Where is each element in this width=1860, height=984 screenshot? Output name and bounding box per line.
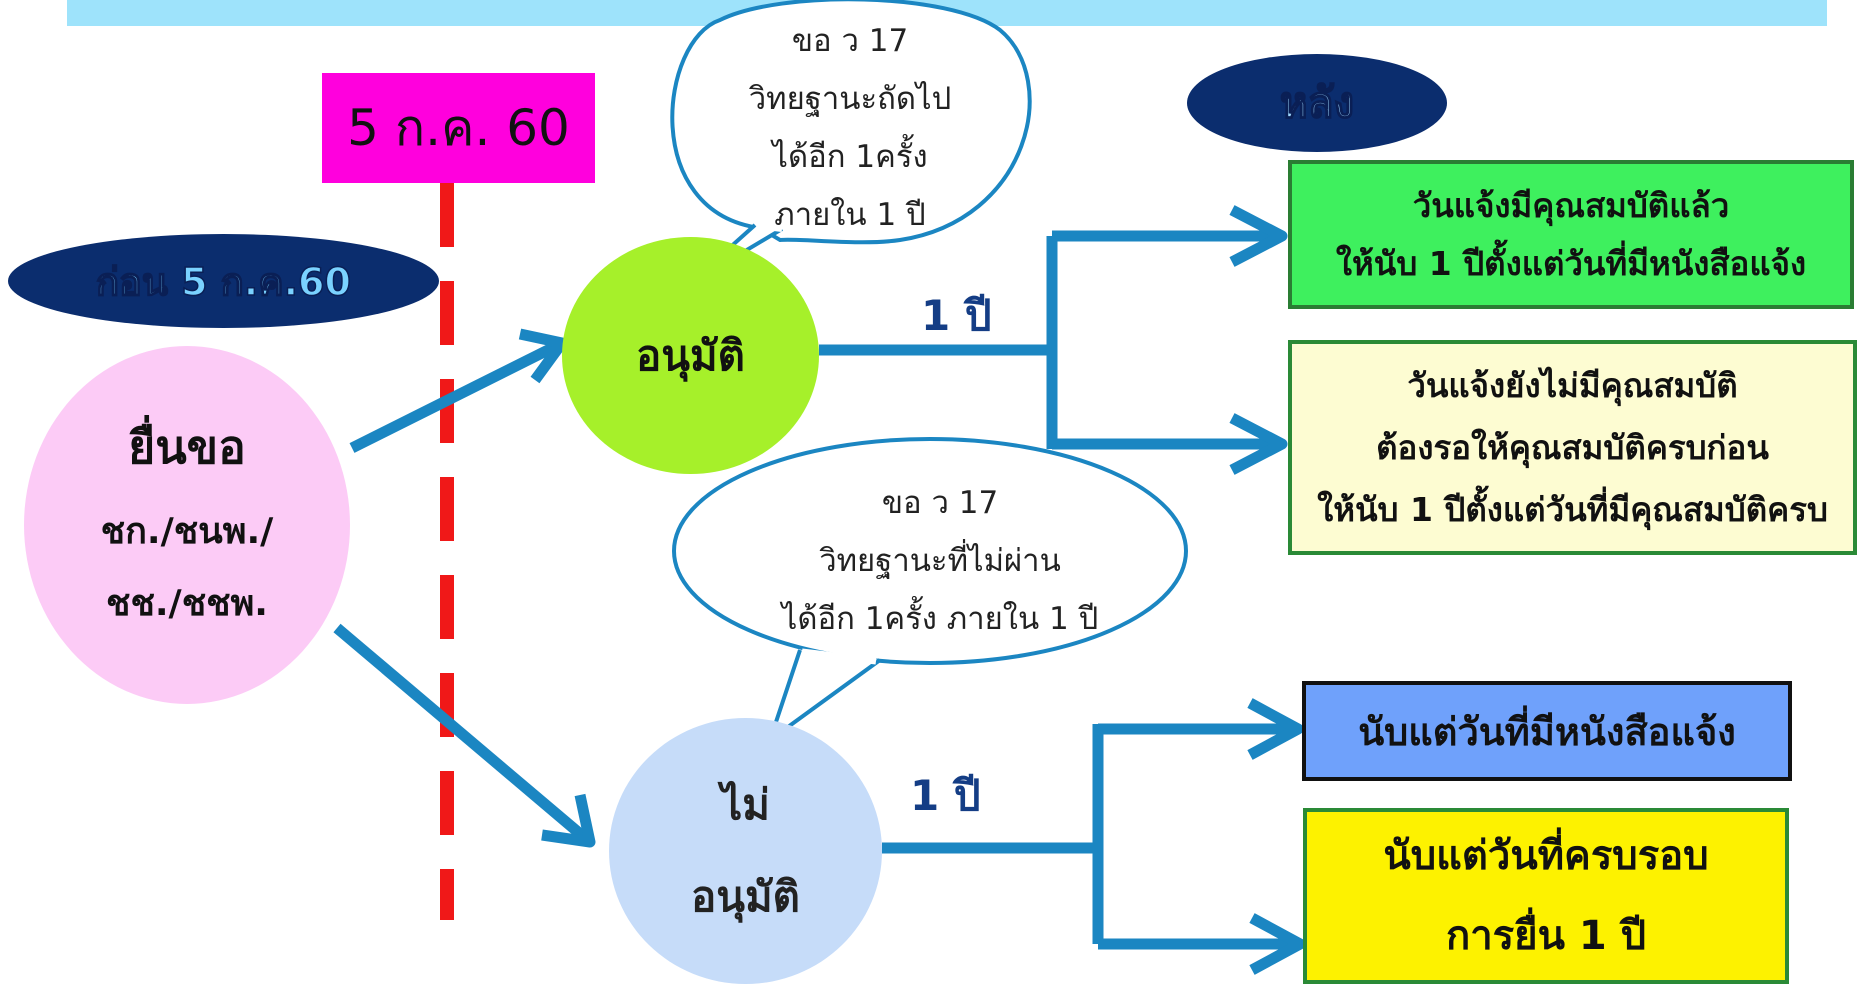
bubble-approve-line3: ได้อีก 1ครั้ง [772, 139, 928, 175]
rejected-node: ไม่ อนุมัติ [609, 718, 882, 984]
outcome-approved-qualified-line1: วันแจ้งมีคุณสมบัติแล้ว [1412, 185, 1730, 225]
arrowhead-reject [541, 793, 596, 848]
submit-positions-line2: ชช./ชชพ. [106, 582, 268, 624]
period-label-rejected: 1 ปี [910, 771, 981, 820]
approved-label: อนุมัติ [636, 330, 745, 380]
period-label-approved: 1 ปี [921, 291, 992, 340]
after-date-pill: หลัง [1187, 54, 1447, 152]
bubble-approve-line2: วิทยฐานะถัดไป [748, 81, 952, 117]
rejected-label-line2: อนุมัติ [691, 872, 800, 921]
bubble-approve-line4: ภายใน 1 ปี [774, 197, 926, 233]
arrowhead-cream-box [1229, 413, 1288, 475]
outcome-approved-qualified-line2: ให้นับ 1 ปีตั้งแต่วันที่มีหนังสือแจ้ง [1335, 243, 1807, 283]
submit-title: ยื่นขอ [128, 419, 246, 474]
outcome-approved-not-qualified-line3: ให้นับ 1 ปีตั้งแต่วันที่มีคุณสมบัติครบ [1317, 489, 1828, 529]
before-date-label: ก่อน 5 ก.ค.60 [95, 259, 351, 305]
after-date-label: หลัง [1279, 77, 1354, 128]
outcome-approved-not-qualified-line2: ต้องรอให้คุณสมบัติครบก่อน [1376, 427, 1769, 467]
submit-request-node: ยื่นขอ ชก./ชนพ./ ชช./ชชพ. [24, 346, 350, 704]
submit-positions-line1: ชก./ชนพ./ [100, 510, 274, 552]
bubble-approve-text: ขอ ว 17 วิทยฐานะถัดไป ได้อีก 1ครั้ง ภายใ… [690, 12, 1010, 244]
bubble-reject-line3: ได้อีก 1ครั้ง ภายใน 1 ปี [781, 601, 1099, 637]
speech-bubble-approve [670, 0, 1032, 245]
outcome-rejected-cycle-line1: นับแต่วันที่ครบรอบ [1383, 833, 1709, 879]
outcome-approved-qualified: วันแจ้งมีคุณสมบัติแล้ว ให้นับ 1 ปีตั้งแต… [1288, 160, 1854, 309]
bubble-reject-text: ขอ ว 17 วิทยฐานะที่ไม่ผ่าน ได้อีก 1ครั้ง… [720, 474, 1160, 648]
date-marker-label: 5 ก.ค. 60 [347, 98, 570, 157]
bubble-reject-line1: ขอ ว 17 [881, 485, 999, 521]
bubble-reject-line2: วิทยฐานะที่ไม่ผ่าน [819, 543, 1061, 579]
outcome-rejected-cycle-line2: การยื่น 1 ปี [1445, 913, 1647, 959]
arrowhead-yellow-box [1249, 913, 1306, 975]
arrow-submit-to-reject [333, 623, 589, 843]
outcome-approved-not-qualified: วันแจ้งยังไม่มีคุณสมบัติ ต้องรอให้คุณสมบ… [1288, 340, 1857, 555]
outcome-approved-not-qualified-line1: วันแจ้งยังไม่มีคุณสมบัติ [1407, 365, 1738, 405]
outcome-rejected-notice: นับแต่วันที่มีหนังสือแจ้ง [1302, 681, 1792, 781]
date-marker-box: 5 ก.ค. 60 [322, 73, 595, 183]
speech-bubble-reject [672, 437, 1188, 665]
before-date-pill: ก่อน 5 ก.ค.60 [8, 234, 439, 328]
bubble-approve-line1: ขอ ว 17 [791, 23, 909, 59]
arrowhead-blue-box [1247, 698, 1304, 760]
approved-node: อนุมัติ [562, 237, 819, 474]
outcome-rejected-notice-line1: นับแต่วันที่มีหนังสือแจ้ง [1358, 709, 1736, 754]
arrowhead-green-box [1229, 205, 1288, 267]
arrow-submit-to-approve [349, 340, 561, 453]
outcome-rejected-cycle: นับแต่วันที่ครบรอบ การยื่น 1 ปี [1303, 808, 1789, 984]
rejected-label-line1: ไม่ [721, 780, 770, 829]
